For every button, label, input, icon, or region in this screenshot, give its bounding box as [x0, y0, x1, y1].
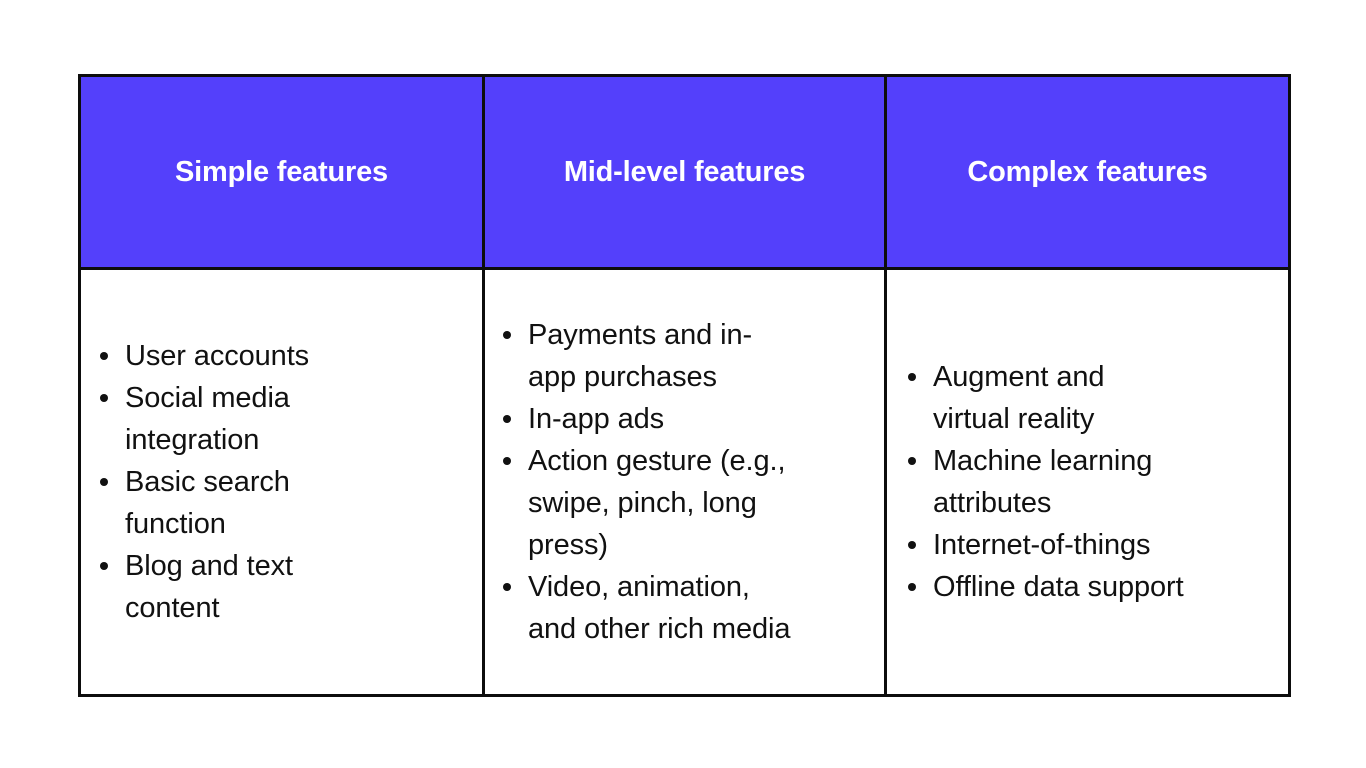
- list-item: Offline data support: [899, 566, 1189, 608]
- table-body: User accounts Social media integration B…: [78, 267, 1291, 697]
- list-item: Action gesture (e.g., swipe, pinch, long…: [494, 440, 799, 566]
- bullet-icon: [503, 457, 511, 465]
- feature-list-simple: User accounts Social media integration B…: [91, 335, 341, 629]
- bullet-icon: [908, 541, 916, 549]
- column-header-label: Mid-level features: [563, 155, 806, 188]
- feature-list-mid-level: Payments and in-app purchases In-app ads…: [494, 314, 799, 650]
- cell-simple-features: User accounts Social media integration B…: [78, 267, 485, 697]
- bullet-icon: [908, 457, 916, 465]
- list-item-label: In-app ads: [528, 403, 665, 435]
- list-item: Payments and in-app purchases: [494, 314, 799, 398]
- table-header: Simple features Mid-level features Compl…: [78, 74, 1291, 270]
- list-item-label: Payments and in-app purchases: [528, 319, 753, 393]
- bullet-icon: [100, 562, 108, 570]
- bullet-icon: [503, 415, 511, 423]
- bullet-icon: [100, 352, 108, 360]
- list-item-label: Offline data support: [933, 571, 1184, 603]
- features-comparison-table: Simple features Mid-level features Compl…: [78, 74, 1291, 697]
- column-header-complex-features: Complex features: [884, 74, 1291, 270]
- list-item-label: Social media integration: [125, 382, 290, 456]
- list-item: Machine learning attributes: [899, 440, 1189, 524]
- list-item: Basic search function: [91, 461, 341, 545]
- table-header-row: Simple features Mid-level features Compl…: [78, 74, 1291, 270]
- bullet-icon: [908, 583, 916, 591]
- column-header-label: Complex features: [967, 155, 1208, 188]
- bullet-icon: [100, 394, 108, 402]
- list-item: Augment and virtual reality: [899, 356, 1189, 440]
- list-item-label: Basic search function: [125, 466, 290, 540]
- column-header-simple-features: Simple features: [78, 74, 485, 270]
- bullet-icon: [908, 373, 916, 381]
- list-item-label: Video, animation, and other rich media: [528, 571, 791, 645]
- column-header-label: Simple features: [175, 155, 388, 188]
- list-item-label: Blog and text content: [125, 550, 293, 624]
- list-item-label: User accounts: [125, 340, 310, 372]
- bullet-icon: [100, 478, 108, 486]
- list-item-label: Augment and virtual reality: [933, 361, 1105, 435]
- list-item-label: Internet-of-things: [933, 529, 1151, 561]
- cell-mid-level-features: Payments and in-app purchases In-app ads…: [482, 267, 887, 697]
- list-item: In-app ads: [494, 398, 799, 440]
- list-item: Internet-of-things: [899, 524, 1189, 566]
- list-item: Blog and text content: [91, 545, 341, 629]
- cell-complex-features: Augment and virtual reality Machine lear…: [884, 267, 1291, 697]
- bullet-icon: [503, 331, 511, 339]
- list-item: Social media integration: [91, 377, 341, 461]
- list-item: Video, animation, and other rich media: [494, 566, 799, 650]
- list-item-label: Machine learning attributes: [933, 445, 1153, 519]
- list-item: User accounts: [91, 335, 341, 377]
- column-header-mid-level-features: Mid-level features: [482, 74, 887, 270]
- feature-list-complex: Augment and virtual reality Machine lear…: [899, 356, 1189, 608]
- table-row: User accounts Social media integration B…: [78, 267, 1291, 697]
- list-item-label: Action gesture (e.g., swipe, pinch, long…: [528, 445, 786, 561]
- bullet-icon: [503, 583, 511, 591]
